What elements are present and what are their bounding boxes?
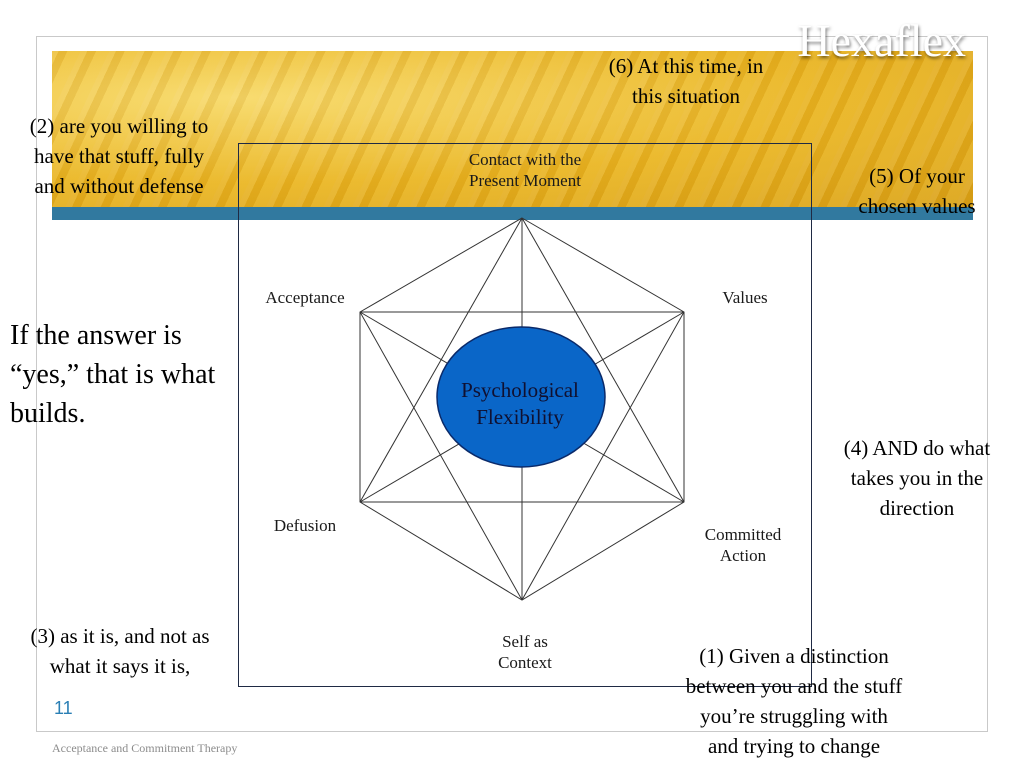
center-ellipse (436, 326, 606, 468)
annotation-1: (1) Given a distinction between you and … (648, 641, 940, 761)
center-label-line: Flexibility (476, 405, 564, 429)
annotation-line: and without defense (34, 174, 204, 198)
annotation-line: (4) AND do what (843, 436, 991, 460)
annotation-line: takes you in the (850, 466, 984, 490)
annotation-5: (5) Of your chosen values (837, 161, 997, 221)
annotation-line: (1) Given a distinction (699, 644, 889, 668)
node-label-line: Defusion (273, 516, 337, 535)
annotation-line: chosen values (858, 194, 976, 218)
node-label-line: Self as (502, 632, 548, 651)
banner-stripe (52, 207, 973, 220)
node-label-line: Committed (704, 525, 782, 544)
annotation-6: (6) At this time, in this situation (581, 51, 791, 111)
annotation-line: direction (879, 496, 955, 520)
triangle-line (521, 311, 685, 601)
page-number: 11 (54, 698, 73, 718)
annotation-line: (6) At this time, in (608, 54, 764, 78)
triangle-line (521, 217, 685, 503)
slide-title: Hexaflex (797, 15, 966, 66)
center-label-line: Psychological (461, 378, 579, 402)
annotation-line: (2) are you willing to (29, 114, 209, 138)
node-committed-action: Committed Action (688, 524, 798, 566)
annotation-line: this situation (632, 84, 740, 108)
node-acceptance: Acceptance (245, 287, 365, 308)
triangle-line (359, 311, 523, 601)
node-label-line: Contact with the (468, 150, 582, 169)
node-self-as-context: Self as Context (470, 631, 580, 673)
main-statement: If the answer is “yes,” that is what bui… (10, 320, 216, 429)
annotation-line: and trying to change (707, 734, 881, 758)
node-values: Values (700, 287, 790, 308)
annotation-2: (2) are you willing to have that stuff, … (4, 111, 234, 201)
center-label: Psychological Flexibility (430, 377, 610, 431)
triangle-line (359, 217, 523, 503)
footer-text: Acceptance and Commitment Therapy (52, 741, 238, 755)
annotation-line: what it says it is, (49, 654, 191, 678)
node-label-line: Present Moment (469, 171, 581, 190)
node-defusion: Defusion (255, 515, 355, 536)
hexaflex-frame (238, 143, 812, 687)
node-label-line: Context (498, 653, 552, 672)
node-label-line: Values (722, 288, 768, 307)
annotation-3: (3) as it is, and not as what it says it… (4, 621, 236, 681)
slide-frame (36, 36, 988, 732)
node-label-line: Action (719, 546, 767, 565)
annotation-line: (3) as it is, and not as (30, 624, 210, 648)
annotation-line: have that stuff, fully (34, 144, 204, 168)
annotation-4: (4) AND do what takes you in the directi… (822, 433, 1012, 523)
annotation-line: (5) Of your (869, 164, 965, 188)
annotation-line: between you and the stuff (685, 674, 903, 698)
node-contact-present-moment: Contact with the Present Moment (432, 149, 618, 191)
title-banner (52, 51, 973, 207)
annotation-line: you’re struggling with (700, 704, 888, 728)
node-label-line: Acceptance (265, 288, 345, 307)
